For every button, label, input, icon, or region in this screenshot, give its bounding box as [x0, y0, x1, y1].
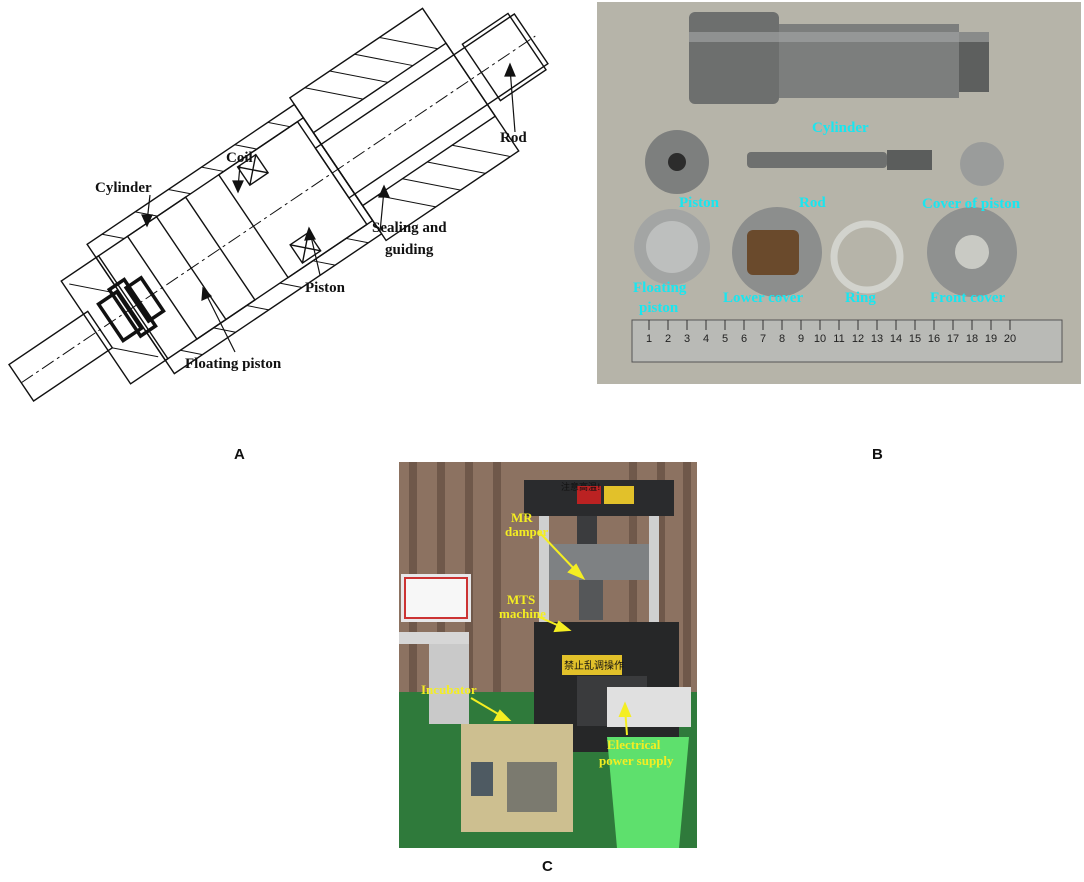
sign-warning-top: 注意高温! — [561, 481, 601, 493]
ruler-number: 7 — [760, 333, 766, 345]
label-c-power-line1: Electrical — [607, 737, 661, 752]
label-b-cylinder: Cylinder — [812, 120, 869, 136]
label-sealing-line1: Sealing and — [372, 220, 447, 236]
ruler-number: 14 — [890, 333, 902, 345]
ruler-number: 2 — [665, 333, 671, 345]
label-c-mts-line2: machine — [499, 606, 546, 621]
label-b-floating-line2: piston — [639, 300, 679, 316]
ruler-number: 13 — [871, 333, 883, 345]
ruler-number: 16 — [928, 333, 940, 345]
ruler-number: 4 — [703, 333, 709, 345]
ruler-number: 17 — [947, 333, 959, 345]
ruler-number: 12 — [852, 333, 864, 345]
ruler-number: 18 — [966, 333, 978, 345]
label-b-floating-line1: Floating — [633, 280, 687, 296]
ruler-number: 8 — [779, 333, 785, 345]
ruler-number: 11 — [833, 333, 844, 345]
label-piston: Piston — [305, 280, 346, 296]
ruler-number: 1 — [646, 333, 652, 345]
label-b-lower-cover: Lower cover — [723, 290, 803, 306]
label-c-mr-line2: damper — [505, 524, 549, 539]
label-cylinder: Cylinder — [95, 180, 152, 196]
label-coil: Coil — [226, 150, 253, 166]
panel-a-letter: A — [234, 446, 245, 463]
label-c-incubator: Incubator — [421, 682, 477, 697]
ruler-number: 3 — [684, 333, 690, 345]
panel-b-letter: B — [872, 446, 883, 463]
label-c-mr-line1: MR — [511, 510, 533, 525]
label-rod: Rod — [500, 130, 527, 146]
panel-a-drawing: Rod Coil Cylinder Sealing and guiding Pi… — [8, 7, 549, 402]
ruler-number: 19 — [985, 333, 997, 345]
label-b-front-cover: Front cover — [930, 290, 1005, 306]
label-floating-piston: Floating piston — [185, 356, 282, 372]
label-c-mts-line1: MTS — [507, 592, 535, 607]
ruler-number: 6 — [741, 333, 747, 345]
label-b-rod: Rod — [799, 195, 826, 211]
ruler-number: 15 — [909, 333, 921, 345]
label-b-cover-of-piston: Cover of piston — [922, 196, 1021, 212]
ruler-number: 20 — [1004, 333, 1016, 345]
panel-c-letter: C — [542, 858, 553, 875]
ruler-number: 10 — [814, 333, 826, 345]
label-b-ring: Ring — [845, 290, 876, 306]
sign-warning-bottom: 禁止乱调操作 — [564, 659, 624, 672]
label-sealing-line2: guiding — [385, 242, 434, 258]
panel-c-photo: 注意高温! 禁止乱调操作 MR damper MTS machine Incub… — [399, 462, 697, 848]
label-c-power-line2: power supply — [599, 753, 674, 768]
ruler-number: 9 — [798, 333, 804, 345]
label-b-piston: Piston — [679, 195, 720, 211]
ruler-number: 5 — [722, 333, 728, 345]
